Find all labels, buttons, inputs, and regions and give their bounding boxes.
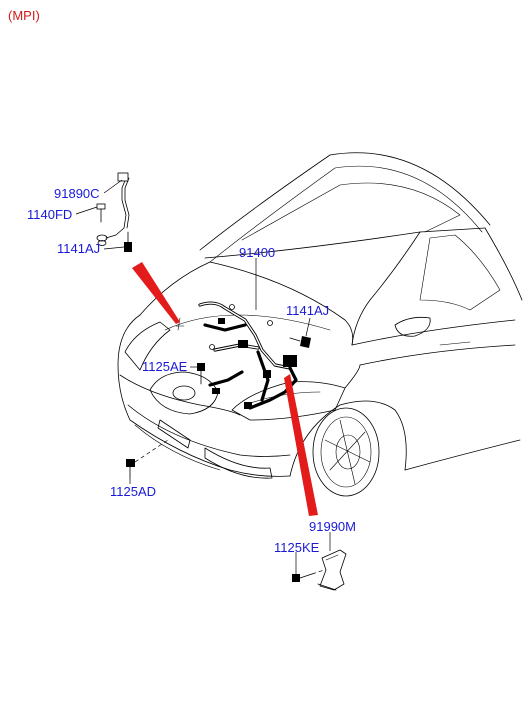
label-1140fd: 1140FD	[27, 207, 72, 222]
variant-label: (MPI)	[8, 8, 40, 23]
bolt-1125ae	[197, 363, 205, 385]
part-labels: 91890C 1140FD 1141AJ 91400 1141AJ 1125AE…	[27, 186, 356, 555]
label-1125ae: 1125AE	[142, 359, 188, 374]
bolt-1140fd	[96, 203, 106, 223]
main-wiring-harness	[175, 301, 298, 410]
bracket-91990m	[317, 549, 347, 591]
leader-lines	[75, 179, 331, 574]
ground-cable-91890c	[96, 172, 130, 246]
bolt-1125ad	[126, 439, 169, 479]
label-1141aj-left: 1141AJ	[57, 241, 100, 256]
car-body-outline	[117, 152, 523, 497]
label-91990m: 91990M	[309, 519, 356, 534]
label-1125ke: 1125KE	[274, 540, 320, 555]
label-1125ad: 1125AD	[110, 484, 156, 499]
bolt-1141aj-right	[289, 336, 311, 348]
label-91400: 91400	[239, 245, 275, 260]
callout-markers	[132, 262, 318, 516]
bolt-1141aj-left	[124, 231, 132, 252]
label-91890c: 91890C	[54, 186, 100, 201]
bolt-1125ke	[292, 569, 325, 582]
label-1141aj-right: 1141AJ	[286, 303, 329, 318]
